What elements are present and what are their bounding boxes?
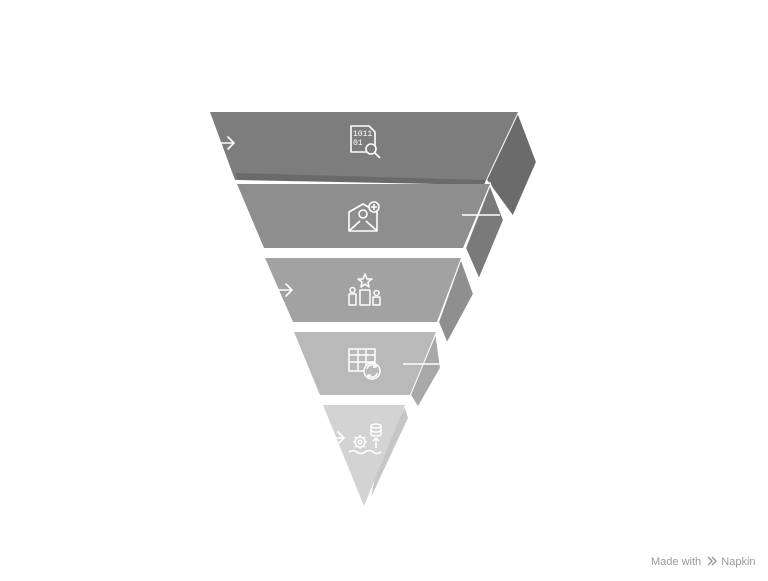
funnel-level-5: [323, 402, 411, 507]
level-1-arrow: [214, 136, 236, 150]
level-3-arrow: [274, 283, 294, 297]
napkin-logo-icon: [707, 556, 718, 566]
level-4-front: [294, 332, 436, 395]
funnel-level-2: [237, 181, 506, 283]
podium-star-icon: [348, 273, 381, 306]
level-3-side: [436, 255, 476, 347]
table-refresh-icon: [348, 348, 381, 380]
gear-database-upload-icon: [348, 423, 382, 455]
level-1-top-edge: [235, 173, 486, 185]
envelope-add-user-icon: [348, 201, 380, 232]
svg-text:1011: 1011: [353, 130, 372, 139]
data-file-search-icon: 1011 01: [350, 125, 381, 159]
level-1-front: [210, 112, 518, 180]
funnel-level-4: [294, 328, 443, 410]
svg-text:01: 01: [353, 139, 363, 148]
level-5-front: [323, 405, 405, 506]
level-5-arrow: [326, 431, 346, 445]
watermark-made-with: Made with: [651, 556, 702, 568]
watermark-brand: Napkin: [721, 556, 756, 568]
funnel-level-3: [265, 255, 476, 347]
made-with-napkin-watermark: Made with Napkin: [651, 555, 756, 568]
funnel-level-1: 1011 01: [210, 109, 539, 219]
level-2-side: [463, 181, 506, 283]
level-2-front: [237, 184, 490, 248]
